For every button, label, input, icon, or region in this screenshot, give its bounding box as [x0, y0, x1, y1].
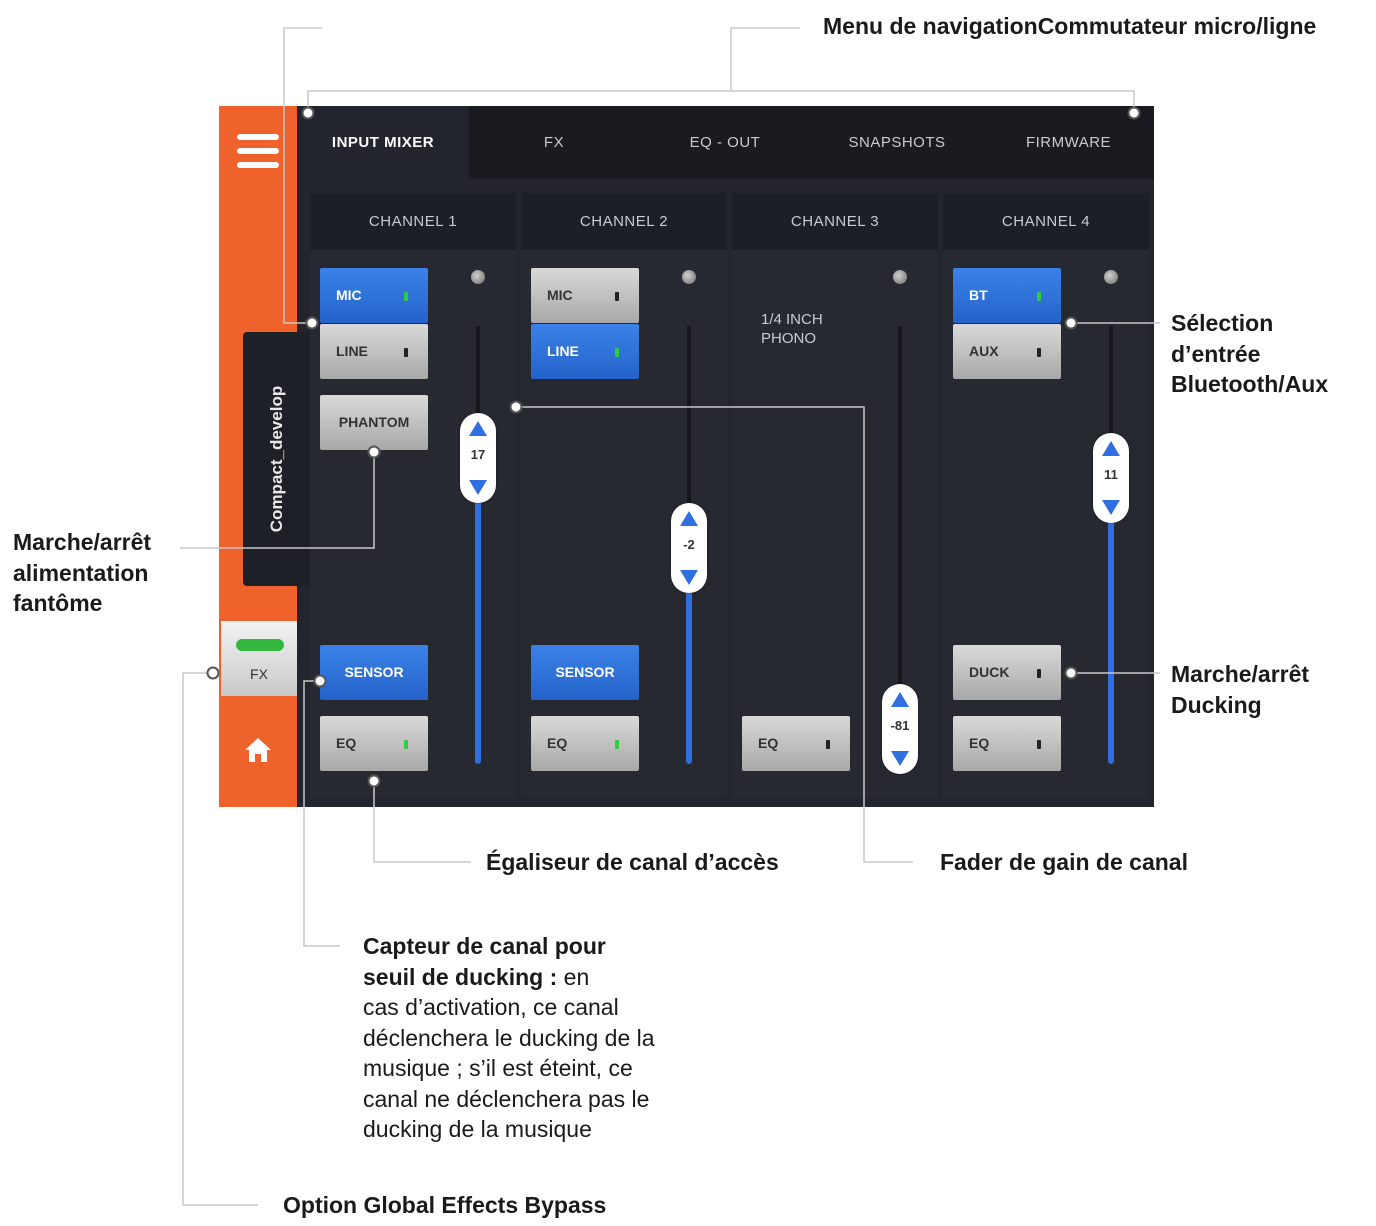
ch1-phantom-button[interactable]: PHANTOM	[320, 395, 428, 450]
ch2-line-button[interactable]: LINE	[531, 324, 639, 379]
device-name-tab[interactable]: Compact_develop	[243, 332, 311, 586]
navigation-menu: INPUT MIXER FX EQ - OUT SNAPSHOTS FIRMWA…	[297, 106, 1154, 179]
ch1-eq-button[interactable]: EQ	[320, 716, 428, 771]
ch4-eq-button[interactable]: EQ	[953, 716, 1061, 771]
ch2-gain-fader[interactable]: -2	[671, 503, 707, 594]
annotation-nav-mic-line: Menu de navigationCommutateur micro/lign…	[823, 11, 1316, 42]
arrow-up-icon[interactable]	[1102, 441, 1120, 457]
tab-firmware[interactable]: FIRMWARE	[1025, 134, 1112, 151]
ch4-fader-fill	[1108, 478, 1114, 764]
ch4-aux-button[interactable]: AUX	[953, 324, 1061, 379]
ch4-signal-led	[1104, 270, 1118, 284]
ch2-sensor-button[interactable]: SENSOR	[531, 645, 639, 700]
menu-icon[interactable]	[237, 134, 279, 174]
annotation-eq-access: Égaliseur de canal d’accès	[486, 849, 779, 875]
ch4-duck-button[interactable]: DUCK	[953, 645, 1061, 700]
device-name: Compact_develop	[267, 385, 286, 533]
channel-3-header: CHANNEL 3	[732, 193, 938, 250]
annotation-mic-line: Commutateur micro/ligne	[1037, 13, 1317, 39]
ch4-gain-fader[interactable]: 11	[1093, 433, 1129, 524]
ch1-line-button[interactable]: LINE	[320, 324, 428, 379]
annotation-fx-bypass: Option Global Effects Bypass	[283, 1192, 607, 1218]
arrow-down-icon[interactable]	[680, 570, 698, 586]
arrow-down-icon[interactable]	[469, 479, 487, 495]
annotation-sensor: Capteur de canal pour seuil de ducking :…	[363, 933, 655, 1142]
channel-2-header: CHANNEL 2	[521, 193, 727, 250]
ch2-signal-led	[682, 270, 696, 284]
fx-bypass-button[interactable]: FX	[221, 621, 297, 696]
tab-eq-out[interactable]: EQ - OUT	[689, 134, 761, 151]
arrow-up-icon[interactable]	[891, 692, 909, 707]
channel-1-header: CHANNEL 1	[310, 193, 516, 250]
fx-button-label: FX	[250, 666, 268, 682]
ch3-eq-button[interactable]: EQ	[742, 716, 850, 771]
ch2-mic-button[interactable]: MIC	[531, 268, 639, 323]
ch1-fader-fill	[475, 457, 481, 764]
ch1-signal-led	[471, 270, 485, 284]
ch4-bt-button[interactable]: BT	[953, 268, 1061, 323]
ch1-sensor-button[interactable]: SENSOR	[320, 645, 428, 700]
mixer-app: FX Compact_develop INPUT MIXER FX EQ - O…	[219, 106, 1154, 807]
arrow-up-icon[interactable]	[680, 511, 698, 527]
tab-snapshots[interactable]: SNAPSHOTS	[848, 134, 946, 151]
channel-4-header: CHANNEL 4	[943, 193, 1149, 250]
ch3-gain-fader[interactable]: -81	[882, 684, 918, 774]
arrow-down-icon[interactable]	[891, 751, 909, 766]
fx-status-led	[236, 639, 284, 651]
ch1-mic-button[interactable]: MIC	[320, 268, 428, 323]
tab-fx[interactable]: FX	[543, 134, 565, 151]
ch1-gain-fader[interactable]: 17	[460, 412, 496, 503]
arrow-up-icon[interactable]	[469, 420, 487, 436]
ch2-eq-button[interactable]: EQ	[531, 716, 639, 771]
ch3-signal-led	[893, 270, 907, 284]
arrow-down-icon[interactable]	[1102, 500, 1120, 516]
tab-input-mixer[interactable]: INPUT MIXER	[297, 106, 469, 179]
annotation-nav-menu: Menu de navigation	[823, 13, 1038, 39]
home-icon[interactable]	[243, 736, 273, 764]
annotation-gain-fader: Fader de gain de canal	[940, 849, 1188, 875]
